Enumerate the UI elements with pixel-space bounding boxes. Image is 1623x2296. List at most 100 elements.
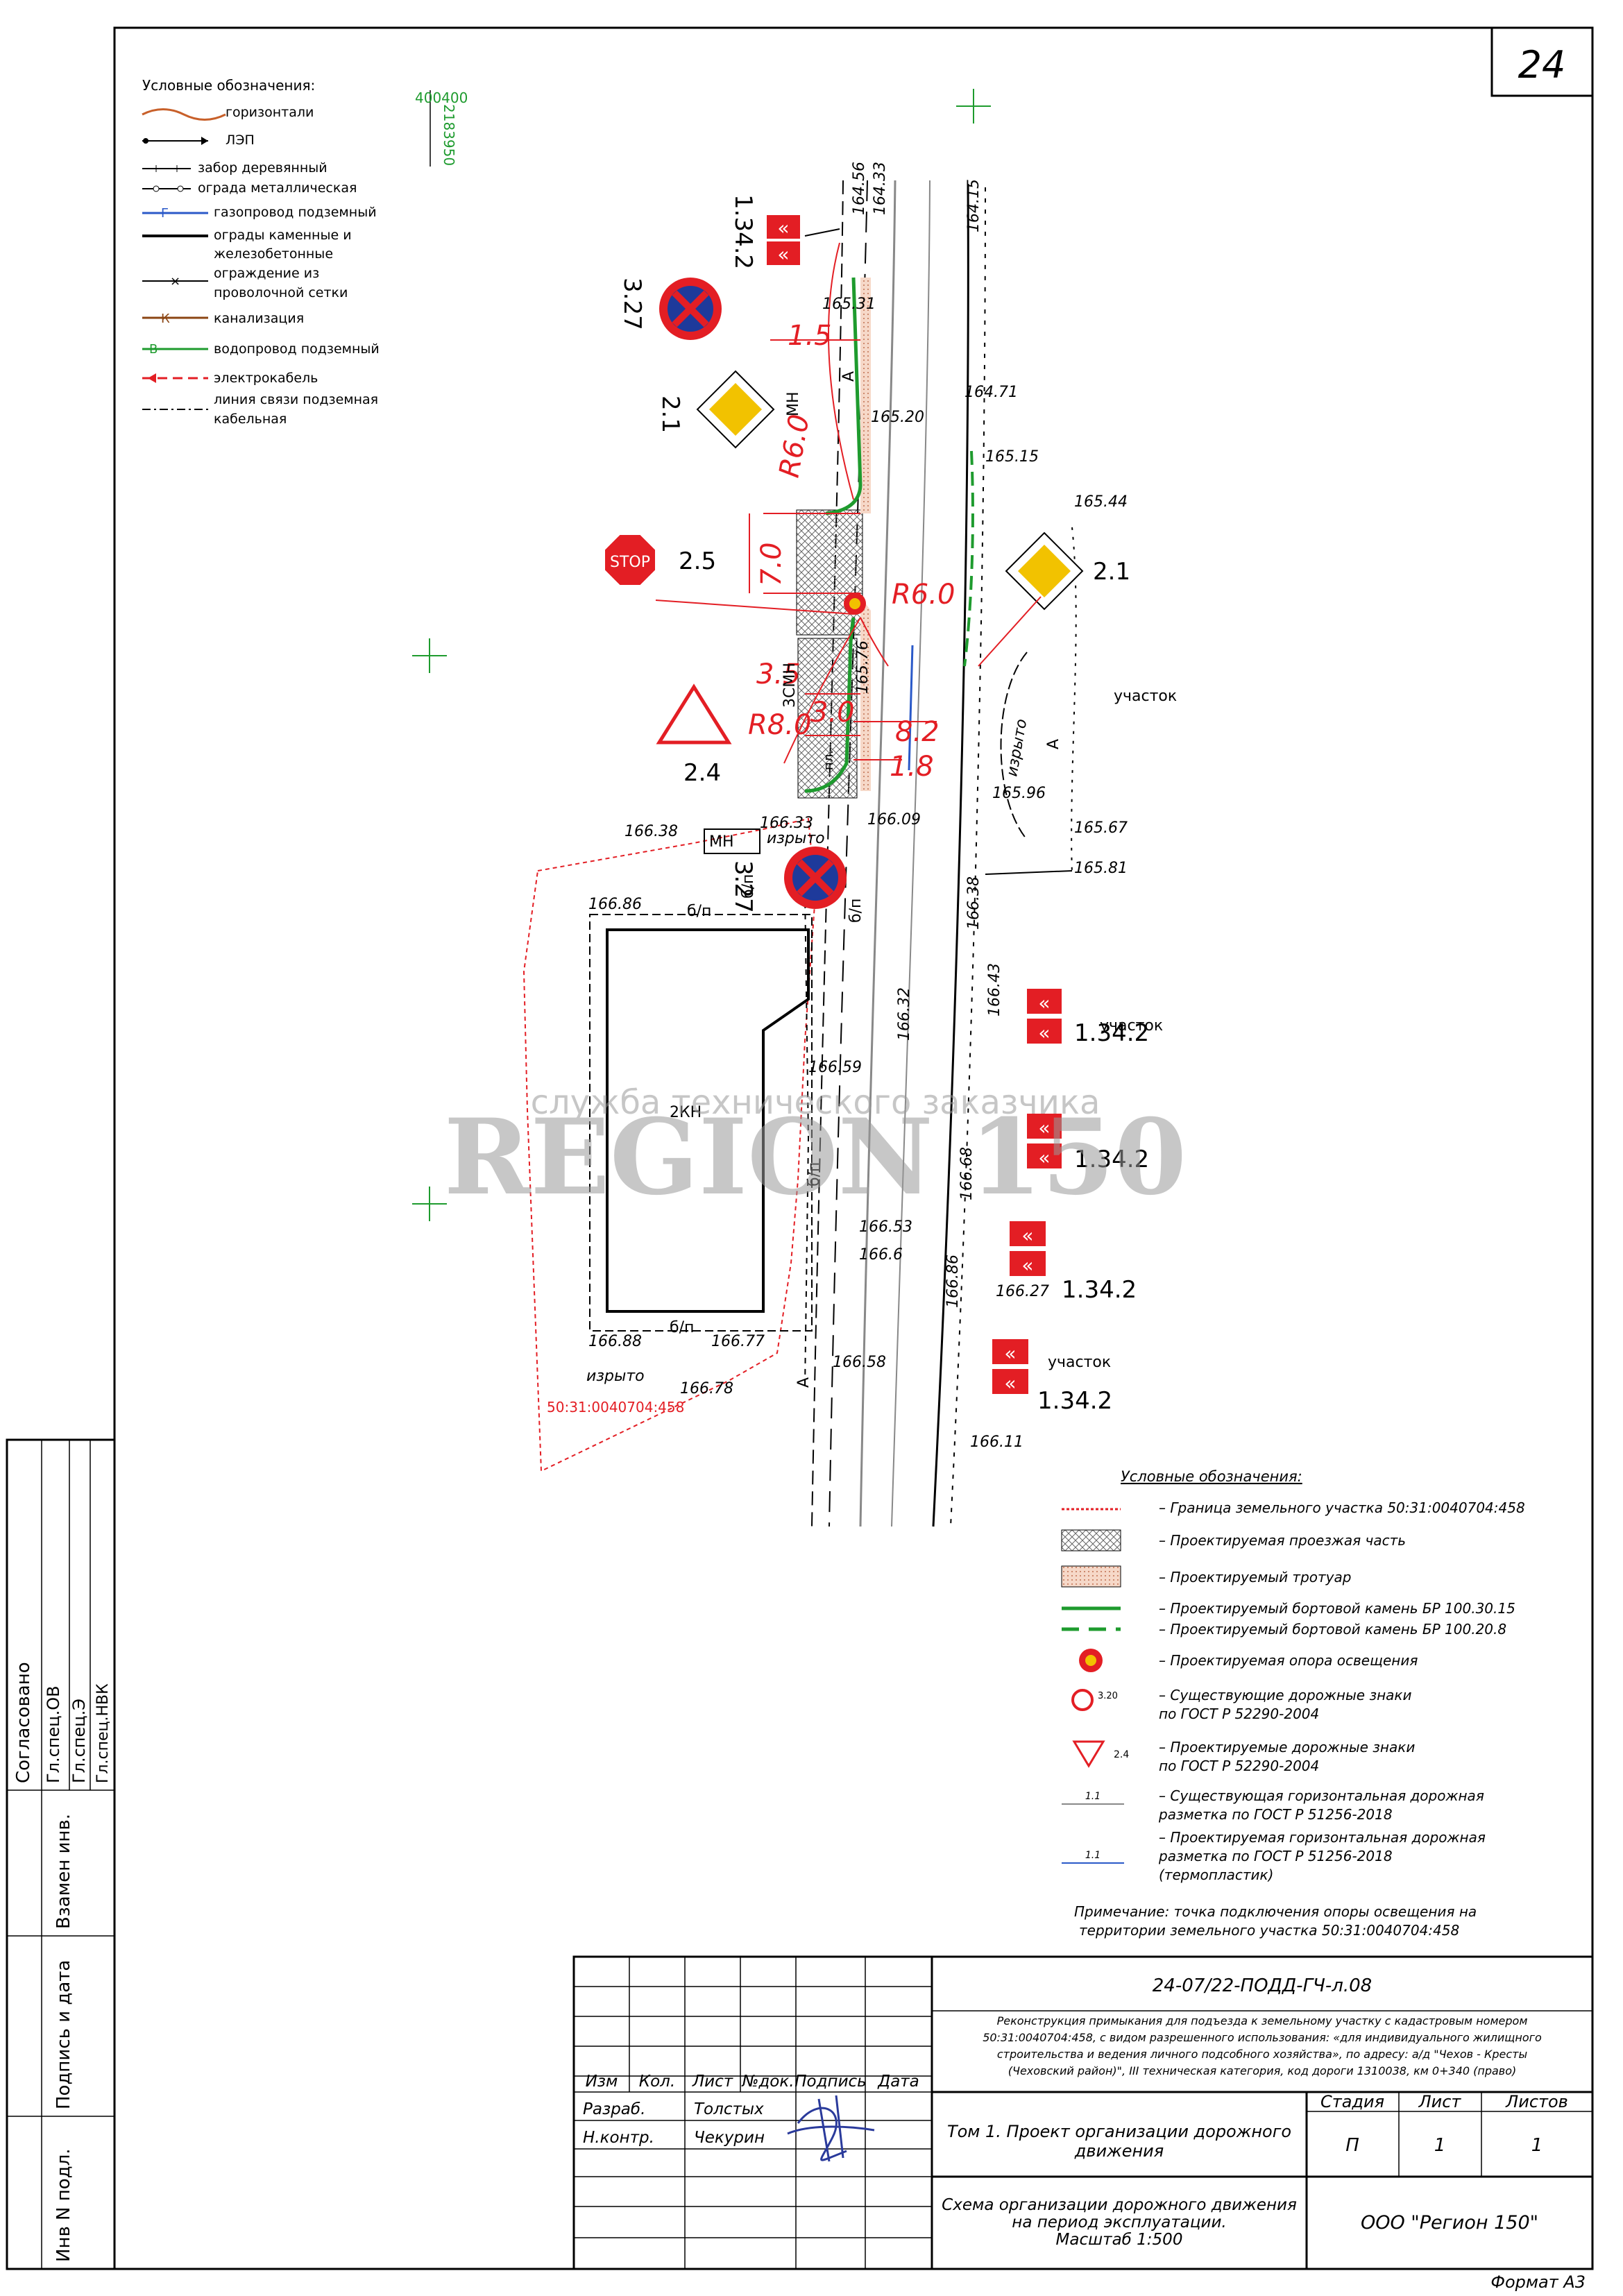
tb-org: ООО "Регион 150" <box>1361 2212 1538 2234</box>
sign-label-1342-r1: 1.34.2 <box>1074 1019 1149 1047</box>
legend-top-item-3: ограда металлическая <box>198 180 357 196</box>
dim-15: 1.5 <box>788 320 832 352</box>
legend-bottom-item-14: (термопластик) <box>1159 1866 1273 1883</box>
tb-scheme-2: Масштаб 1:500 <box>1056 2231 1183 2249</box>
legend-top-sew-mark: К <box>161 312 170 326</box>
dim-70: 7.0 <box>756 542 788 586</box>
tb-stage-h: Стадия <box>1320 2092 1384 2111</box>
watermark-line1: служба технического заказчика <box>531 1083 1101 1122</box>
sign-2-1-left: 2.1 <box>656 370 775 449</box>
elev-21: 166.6 <box>859 1246 903 1264</box>
elev-15: 166.86 <box>588 896 642 913</box>
elev-12: 166.33 <box>760 815 813 832</box>
road <box>811 180 986 1527</box>
sign-2-4: 2.4 <box>656 683 732 787</box>
tb-hdr-4: Подпись <box>794 2073 866 2091</box>
legend-bottom-item-1: – Проектируемая проезжая часть <box>1159 1532 1406 1549</box>
label-a1: А <box>840 371 858 382</box>
label-uchastok2: участок <box>1100 1017 1163 1035</box>
legend-bottom-title: Условные обозначения: <box>1121 1468 1302 1485</box>
watermark-line2: REGION 150 <box>444 1096 1187 1218</box>
tb-razrab-name: Толстых <box>694 2100 764 2118</box>
svg-text:«: « <box>1004 1372 1016 1395</box>
watermark: служба технического заказчика REGION 150 <box>444 1083 1187 1218</box>
legend-top-item-10b: кабельная <box>214 411 287 427</box>
tb-hdr-3: №док. <box>740 2073 794 2091</box>
dim-18: 1.8 <box>890 751 934 783</box>
legend-bottom-item-13: разметка по ГОСТ Р 51256-2018 <box>1158 1848 1393 1864</box>
svg-text:«: « <box>777 243 789 266</box>
stamp-gl-ov: Гл.спец.ОВ <box>44 1685 63 1783</box>
svg-text:«: « <box>1038 1116 1050 1139</box>
label-izryto3: изрыто <box>586 1368 645 1385</box>
dim-30: 3.0 <box>810 697 855 729</box>
svg-text:«: « <box>1038 992 1050 1014</box>
legend-top-item-1: ЛЭП <box>226 133 255 148</box>
elev-16: 166.38 <box>965 876 983 930</box>
legend-top-item-9: электрокабель <box>214 371 318 386</box>
sign-label-25: 2.5 <box>679 547 716 575</box>
legend-bottom-item-6: – Существующие дорожные знаки <box>1159 1687 1412 1703</box>
elev-2: 164.15 <box>965 179 983 232</box>
legend-bottom: Условные обозначения: – Граница земельно… <box>1061 1468 1525 1939</box>
legend-bottom-item-5: – Проектируемая опора освещения <box>1159 1652 1418 1669</box>
dim-35: 3.5 <box>756 658 801 690</box>
legend-top-item-4: газопровод подземный <box>214 205 377 220</box>
legend-top-gas-mark: Г <box>161 206 169 221</box>
elev-5: 165.20 <box>871 409 924 426</box>
legend-bottom-sym-320: 3.20 <box>1098 1691 1118 1701</box>
legend-top-item-6b: проволочной сетки <box>214 285 348 300</box>
legend-bottom-item-0: – Граница земельного участка 50:31:00407… <box>1159 1499 1525 1516</box>
stamp-gl-e: Гл.спец.Э <box>69 1699 89 1783</box>
tb-code: 24-07/22-ПОДД-ГЧ-л.08 <box>1153 1975 1372 1996</box>
svg-text:«: « <box>777 216 789 239</box>
sign-3-27-mid: 3.27 <box>729 847 847 913</box>
label-2kn: 2КН <box>670 1104 702 1121</box>
tb-desc-0: Реконструкция примыкания для подъезда к … <box>997 2014 1528 2027</box>
elev-25: 166.88 <box>588 1333 642 1350</box>
elev-20: 166.53 <box>859 1218 912 1236</box>
sign-1-34-2-r4: « « 1.34.2 <box>992 1339 1112 1415</box>
label-bp4: б/п <box>687 903 711 920</box>
legend-bottom-item-4: – Проектируемый бортовой камень БР 100.2… <box>1159 1621 1506 1638</box>
legend-bottom-item-9: по ГОСТ Р 52290-2004 <box>1159 1758 1319 1774</box>
legend-bottom-item-7: по ГОСТ Р 52290-2004 <box>1159 1706 1319 1722</box>
legend-bottom-sym-11b: 1.1 <box>1085 1850 1101 1861</box>
tb-scheme-0: Схема организации дорожного движения <box>942 2196 1297 2214</box>
legend-top-water-mark: В <box>149 342 158 357</box>
legend-top-item-0: горизонтали <box>226 105 314 120</box>
sign-label-1342-r2: 1.34.2 <box>1074 1146 1149 1173</box>
elev-6: 165.15 <box>985 448 1039 466</box>
dim-r60b: R6.0 <box>892 579 955 611</box>
legend-bottom-item-8: – Проектируемые дорожные знаки <box>1159 1739 1415 1755</box>
legend-bottom-note2: территории земельного участка 50:31:0040… <box>1079 1922 1459 1939</box>
legend-bottom-item-11: разметка по ГОСТ Р 51256-2018 <box>1158 1806 1393 1823</box>
title-block: 24-07/22-ПОДД-ГЧ-л.08 Реконструкция прим… <box>572 1955 1594 2270</box>
svg-text:«: « <box>1004 1342 1016 1365</box>
elev-26: 166.77 <box>711 1333 765 1350</box>
legend-bottom-item-2: – Проектируемый тротуар <box>1159 1569 1351 1585</box>
tb-scheme-1: на период эксплуатации. <box>1012 2213 1226 2231</box>
legend-bottom-note1: Примечание: точка подключения опоры осве… <box>1074 1903 1477 1920</box>
legend-top-item-8: водопровод подземный <box>214 341 380 357</box>
label-uchastok3: участок <box>1048 1354 1111 1371</box>
tb-listov-h: Листов <box>1505 2092 1568 2111</box>
elev-13: 166.09 <box>867 811 921 828</box>
stamp-vzamen: Взамен инв. <box>53 1814 74 1929</box>
left-stamp: Согласовано Гл.спец.ОВ Гл.спец.Э Гл.спец… <box>6 1438 116 2270</box>
signature <box>787 2095 875 2162</box>
elev-10: 165.67 <box>1074 819 1128 837</box>
svg-text:«: « <box>1038 1146 1050 1169</box>
legend-top-item-7: канализация <box>214 311 304 326</box>
dimension-lines <box>749 242 937 764</box>
legend-top: Условные обозначения: горизонтали ЛЭП за… <box>142 77 380 427</box>
legend-bottom-item-3: – Проектируемый бортовой камень БР 100.3… <box>1159 1600 1515 1617</box>
elev-28: 166.58 <box>833 1354 886 1371</box>
tb-list: 1 <box>1434 2135 1446 2156</box>
sign-label-327-mid: 3.27 <box>729 860 757 913</box>
elev-0: 164.56 <box>851 162 868 215</box>
tb-desc-2: строительства и ведения личного подсобно… <box>997 2048 1527 2061</box>
tb-desc-3: (Чеховский район)", III техническая кате… <box>1008 2064 1517 2077</box>
legend-bottom-item-10: – Существующая горизонтальная дорожная <box>1159 1787 1484 1804</box>
legend-bottom-item-12: – Проектируемая горизонтальная дорожная <box>1159 1829 1486 1846</box>
